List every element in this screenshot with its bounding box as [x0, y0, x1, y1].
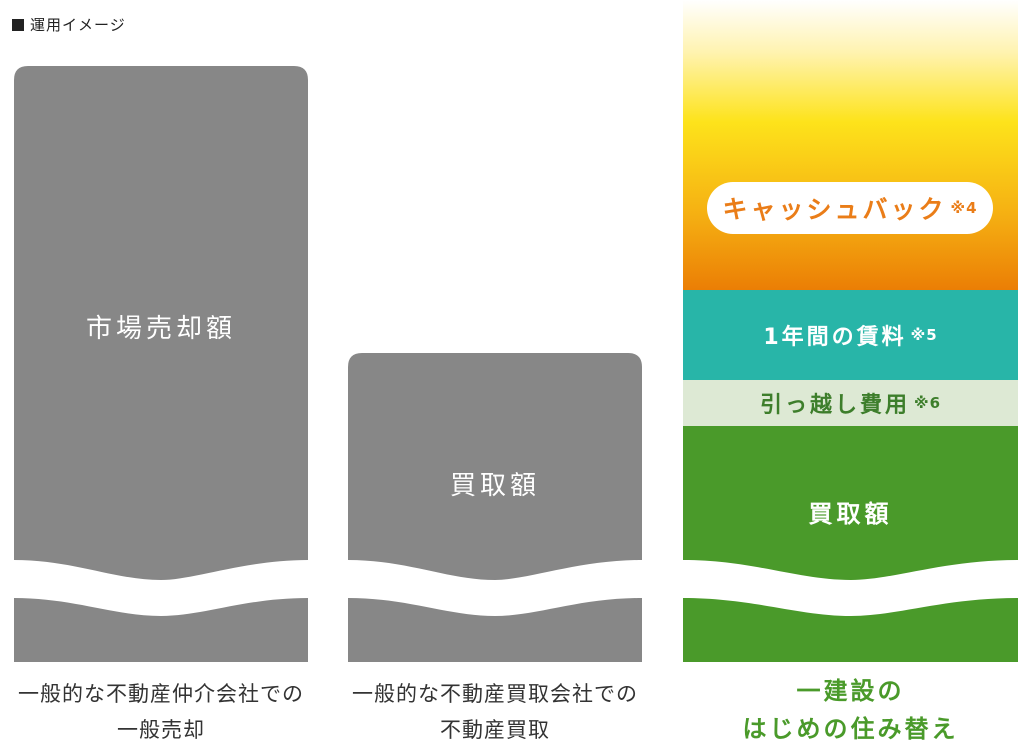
market-sale-caption: 一般的な不動産仲介会社での 一般売却: [4, 676, 318, 748]
moving-segment: 引っ越し費用※6: [683, 380, 1018, 426]
market-sale-bar: [14, 66, 308, 662]
purchase-caption: 一般的な不動産買取会社での 不動産買取: [338, 676, 652, 748]
purchase-caption-line1: 一般的な不動産買取会社での: [352, 682, 638, 706]
rent-note: ※5: [910, 326, 938, 344]
hajime-purchase-bar: [683, 426, 1018, 662]
moving-label: 引っ越し費用: [759, 393, 910, 418]
cashback-pill: キャッシュバック※4: [707, 182, 993, 234]
hajime-caption-line2: はじめの住み替え: [742, 715, 959, 743]
moving-note: ※6: [913, 394, 942, 412]
hajime-caption-line1: 一建設の: [796, 677, 905, 705]
purchase-label: 買取額: [449, 470, 540, 501]
market-sale-caption-line2: 一般売却: [117, 718, 205, 742]
cashback-label: キャッシュバック: [722, 195, 947, 224]
purchase-caption-line2: 不動産買取: [440, 718, 550, 742]
section-title-text: 運用イメージ: [30, 16, 126, 34]
cashback-note: ※4: [950, 199, 978, 217]
cashback-segment: [683, 0, 1018, 290]
market-sale-label: 市場売却額: [85, 313, 236, 344]
square-bullet-icon: [12, 19, 24, 31]
hajime-caption: 一建設の はじめの住み替え: [683, 672, 1018, 748]
rent-label: 1年間の賃料: [763, 325, 907, 350]
market-sale-caption-line1: 一般的な不動産仲介会社での: [18, 682, 304, 706]
hajime-purchase-label-box: 買取額: [683, 426, 1018, 596]
section-title: 運用イメージ: [12, 14, 126, 35]
purchase-bar: [348, 353, 642, 662]
rent-segment: 1年間の賃料※5: [683, 290, 1018, 380]
hajime-purchase-label: 買取額: [808, 499, 893, 528]
